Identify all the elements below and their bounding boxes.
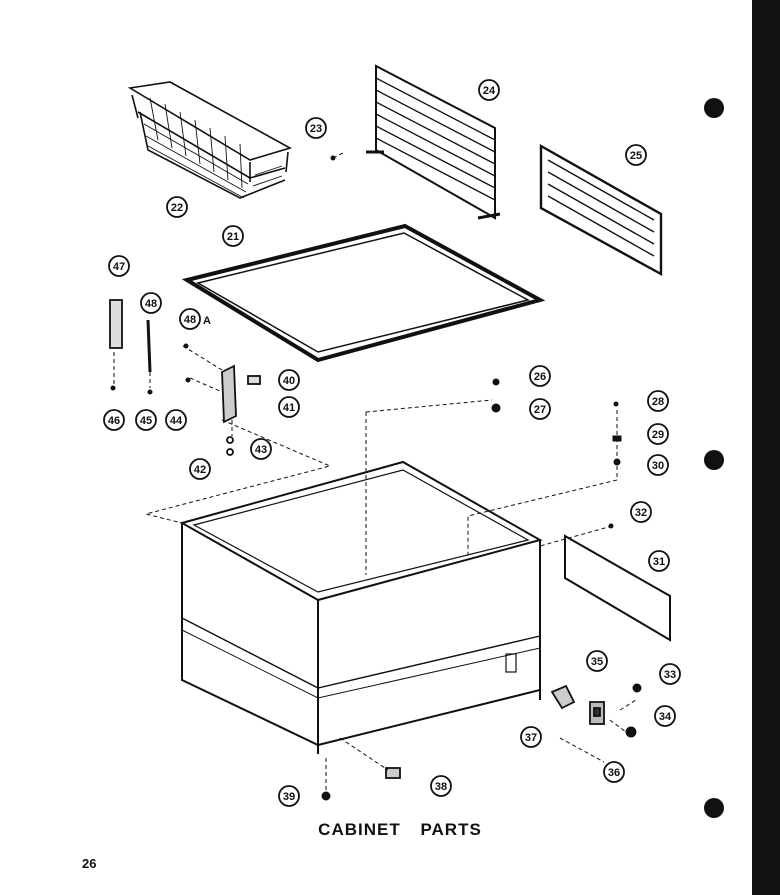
callout-24: 24 — [478, 79, 500, 101]
callout-42: 42 — [189, 458, 211, 480]
svg-text:24: 24 — [483, 85, 496, 97]
svg-text:40: 40 — [283, 375, 295, 387]
callout-38: 38 — [430, 775, 452, 797]
callout-46: 46 — [103, 409, 125, 431]
svg-text:44: 44 — [170, 415, 183, 427]
callout-29: 29 — [647, 423, 669, 445]
svg-text:42: 42 — [194, 464, 206, 476]
svg-text:34: 34 — [659, 711, 672, 723]
svg-text:35: 35 — [591, 656, 603, 668]
callout-30: 30 — [647, 454, 669, 476]
callout-37: 37 — [520, 726, 542, 748]
callout-25: 25 — [625, 144, 647, 166]
callout-33: 33 — [659, 663, 681, 685]
svg-text:21: 21 — [227, 231, 239, 243]
svg-text:48: 48 — [145, 298, 157, 310]
callout-23: 23 — [305, 117, 327, 139]
page-number: 26 — [82, 856, 97, 871]
punch-hole-top — [704, 98, 724, 118]
callout-28: 28 — [647, 390, 669, 412]
svg-text:25: 25 — [630, 150, 642, 162]
callout-48a: 48 A — [179, 308, 211, 330]
svg-text:28: 28 — [652, 396, 664, 408]
svg-text:46: 46 — [108, 415, 120, 427]
callout-21: 21 — [222, 225, 244, 247]
part-wire-basket — [127, 81, 293, 199]
callout-40: 40 — [278, 369, 300, 391]
part-hinge-assembly — [109, 299, 261, 456]
svg-text:39: 39 — [283, 791, 295, 803]
callout-45: 45 — [135, 409, 157, 431]
svg-text:36: 36 — [608, 767, 620, 779]
callout-36: 36 — [603, 761, 625, 783]
punch-hole-bottom — [704, 798, 724, 818]
svg-text:33: 33 — [664, 669, 676, 681]
part-divider-panel — [366, 64, 501, 220]
callout-44: 44 — [165, 409, 187, 431]
svg-text:A: A — [203, 315, 211, 327]
callout-47: 47 — [108, 255, 130, 277]
svg-text:37: 37 — [525, 732, 537, 744]
page-title: CABINET PARTS — [318, 820, 482, 839]
svg-text:48: 48 — [184, 314, 196, 326]
callout-26: 26 — [529, 365, 551, 387]
callout-22: 22 — [166, 196, 188, 218]
part-electrical — [385, 684, 605, 779]
svg-text:43: 43 — [255, 444, 267, 456]
part-cabinet — [179, 460, 543, 754]
callout-35: 35 — [586, 650, 608, 672]
svg-text:30: 30 — [652, 460, 664, 472]
svg-text:47: 47 — [113, 261, 125, 273]
callout-31: 31 — [648, 550, 670, 572]
svg-text:41: 41 — [283, 402, 295, 414]
callout-43: 43 — [250, 438, 272, 460]
svg-text:22: 22 — [171, 202, 183, 214]
svg-text:23: 23 — [310, 123, 322, 135]
svg-text:32: 32 — [635, 507, 647, 519]
leader-lines — [113, 151, 637, 790]
svg-text:27: 27 — [534, 404, 546, 416]
part-access-panel — [564, 534, 671, 642]
callout-32: 32 — [630, 501, 652, 523]
svg-text:29: 29 — [652, 429, 664, 441]
svg-text:38: 38 — [435, 781, 447, 793]
part-rear-panel — [539, 143, 663, 277]
callout-27: 27 — [529, 398, 551, 420]
callout-41: 41 — [278, 396, 300, 418]
svg-text:45: 45 — [140, 415, 152, 427]
svg-text:31: 31 — [653, 556, 665, 568]
punch-hole-middle — [704, 450, 724, 470]
svg-text:26: 26 — [534, 371, 546, 383]
callout-34: 34 — [654, 705, 676, 727]
callout-39: 39 — [278, 785, 300, 807]
binding-edge — [752, 0, 780, 895]
part-lid-gasket — [181, 223, 546, 363]
callout-48: 48 — [140, 292, 162, 314]
